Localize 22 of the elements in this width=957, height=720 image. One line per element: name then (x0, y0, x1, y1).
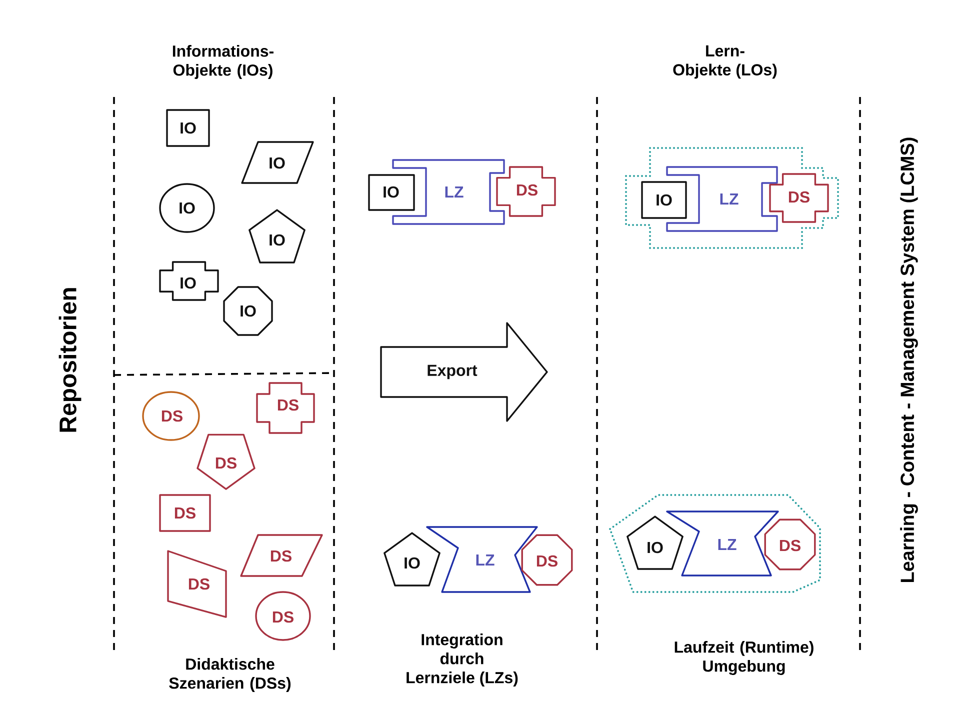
box: IO (166, 109, 210, 147)
parallelogram: IO (241, 141, 314, 184)
column-caption: Integration durch Lernziele (LZs) (406, 634, 518, 686)
column-caption: Laufzeit (Runtime) Umgebung (674, 641, 814, 675)
column-heading: Informations- Objekte (IOs) (172, 45, 274, 79)
box: IO (368, 174, 415, 211)
box: IO (641, 181, 687, 219)
pentagon: IO (626, 516, 684, 570)
octagon: IO (223, 286, 273, 336)
octagon: DS (521, 534, 573, 586)
parallelogram: DS (240, 534, 323, 577)
dotted-outline (625, 147, 839, 249)
trapezoid: DS (167, 550, 227, 618)
octagon: DS (764, 518, 816, 570)
column-caption: Didaktische Szenarien (DSs) (169, 658, 291, 692)
pentagon: IO (248, 209, 306, 264)
repository-label: Repositorien (58, 288, 82, 432)
system-label: Learning - Content - Management System (LCMS) (900, 138, 918, 582)
pentagon: DS (196, 434, 256, 490)
pentagon: IO (384, 532, 440, 586)
box: DS (159, 494, 211, 532)
column-heading: Lern- Objekte (LOs) (673, 45, 777, 79)
